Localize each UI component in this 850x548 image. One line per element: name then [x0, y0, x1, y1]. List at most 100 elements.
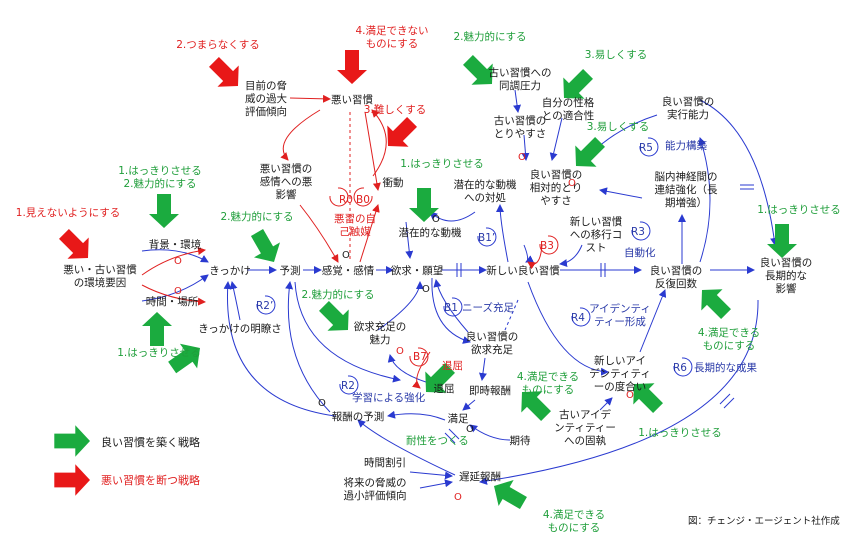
legend: 良い習慣を築く戦略 悪い習慣を断つ戦略: [101, 435, 200, 487]
loop-r4-label-2: ティー形成: [594, 316, 646, 328]
var-trans-1: 新しい習慣: [570, 215, 623, 228]
var-threat-3: 評価傾向: [245, 105, 287, 118]
link-neural-relative: [599, 187, 643, 199]
loop-r4: R4: [571, 312, 585, 324]
pol-o-12: O: [454, 492, 462, 503]
link-reps-capability: [698, 137, 711, 263]
credit: 図：チェンジ・エージェント社作成: [688, 515, 840, 527]
strategy-easy-fit: 3.易しくする: [585, 49, 648, 61]
link-cueclarity-cue: [229, 281, 241, 321]
bad-arrow-hard: [387, 117, 417, 147]
good-arrow-sat: [319, 301, 349, 331]
link-delayed-rewardpredict: [357, 419, 456, 476]
strategy-sat-delayed-1: 4.満足できる: [543, 509, 605, 521]
link-rewardpredict-cue: [223, 281, 336, 417]
svg-text:良い習慣の反復回数: 良い習慣の反復回数: [650, 264, 703, 290]
strategy-hard: 3.難しくする: [364, 103, 427, 116]
link-threat-bad: [289, 94, 331, 103]
strategy-clear-identity: 1.はっきりさせる: [638, 427, 722, 439]
strategy-unsat-2: ものにする: [366, 38, 419, 50]
link-sensation-impulse: [359, 204, 380, 263]
svg-text:将来の脅威の過小評価傾向: 将来の脅威の過小評価傾向: [344, 476, 407, 502]
strategy-hide: 1.見えないようにする: [16, 207, 120, 219]
loop-markers: [256, 137, 693, 395]
var-oldease-2: とりやすさ: [494, 128, 547, 140]
good-arrow-clarity: [168, 343, 200, 374]
strategy-sat-delayed-2: ものにする: [548, 522, 601, 534]
var-background: 背景・環境: [149, 238, 202, 251]
var-threat-2: 威の過大: [245, 92, 287, 105]
loop-b1-label: ニーズ充足: [462, 301, 514, 314]
link-emotional-sensation: [299, 204, 339, 263]
loop-r5-label: 能力構築: [665, 139, 707, 152]
loop-b7-label: 退屈: [442, 360, 463, 372]
var-oldid-1: 古いアイデ: [559, 408, 611, 421]
var-latent-motive: 潜在的な動機: [399, 226, 462, 239]
good-arrow-long: [767, 224, 797, 258]
svg-text:自分の性格との適合性: 自分の性格との適合性: [542, 96, 595, 122]
svg-text:新しいアイデンティティーの度合い: 新しいアイデンティティーの度合い: [589, 354, 651, 393]
blue-links: [141, 89, 779, 489]
var-goodsat-2: 欲求充足: [471, 343, 513, 356]
var-trans-2: への移行コ: [570, 228, 623, 241]
var-cap-1: 良い習慣の: [662, 95, 715, 108]
loop-r5: R5: [639, 142, 653, 154]
var-reward-predict: 報酬の予測: [332, 410, 385, 423]
strategy-arrows: [54, 50, 797, 510]
var-desire: 欲求・願望: [391, 264, 444, 277]
var-peer-2: 同調圧力: [499, 79, 541, 92]
loop-r0-label-1: 悪習の自: [334, 212, 376, 225]
strategy-clear-long: 1.はっきりさせる: [757, 204, 841, 216]
loop-b7: B7: [413, 351, 427, 363]
strategy-attractive-cue: 2.魅力的にする: [220, 210, 293, 223]
good-arrow-time: [142, 312, 172, 346]
loop-r2p: R2’: [256, 300, 273, 312]
loop-labels: R0 B0 悪習の自己触媒 B1’ B1 ニーズ充足 B3 R3 自動化 R5 …: [256, 139, 757, 447]
svg-text:悪い・古い習慣の環境要因: 悪い・古い習慣の環境要因: [63, 263, 137, 289]
variable-labels: 悪い・古い習慣の環境要因 背景・環境 時間・場所 きっかけ 予測 感覚・感情 欲…: [63, 66, 812, 502]
var-fit-1: 自分の性格: [542, 96, 595, 109]
loop-r0-label-2: 己触媒: [339, 225, 371, 238]
link-fit-relative: [549, 117, 563, 161]
var-future-1: 将来の脅威の: [344, 476, 407, 489]
link-peer-oldease: [513, 89, 522, 113]
pol-o-3: O: [342, 250, 350, 261]
svg-text:古いアイデンティティーへの固執: 古いアイデンティティーへの固執: [554, 408, 616, 447]
legend-good-text: 良い習慣を築く戦略: [101, 435, 200, 449]
loop-r6: R6: [673, 362, 687, 374]
strategy-boring: 2.つまらなくする: [176, 39, 260, 51]
var-impulse: 衝動: [383, 176, 404, 189]
svg-text:4.満足できるものにする: 4.満足できるものにする: [543, 509, 605, 534]
var-emo-1: 悪い習慣の: [260, 163, 313, 175]
var-reps-2: 反復回数: [655, 277, 697, 290]
link-goodsat-desire: [433, 279, 469, 333]
good-arrow-fit: [563, 69, 593, 99]
strategy-sat-reps-2: ものにする: [703, 340, 756, 352]
var-ident-1: 新しいアイ: [594, 354, 646, 367]
loop-b3: B3: [540, 240, 554, 252]
link-timediscount-delayed: [409, 471, 453, 480]
var-neural-2: 連結強化（長: [655, 183, 718, 196]
link-relative-newhabit: [523, 244, 535, 263]
link-newhabit-identity: [527, 281, 609, 376]
var-expect: 期待: [510, 434, 531, 447]
legend-bad-arrow: [54, 464, 90, 496]
link-b3-newhabit: [527, 244, 543, 270]
var-time-discount: 時間割引: [364, 456, 406, 469]
var-env-1: 悪い・古い習慣: [63, 263, 137, 276]
var-threat-1: 目前の脅: [245, 79, 287, 92]
good-arrow-peer: [463, 55, 493, 85]
svg-text:古い習慣のとりやすさ: 古い習慣のとりやすさ: [494, 114, 547, 140]
var-latresp-1: 潜在的な動機: [454, 178, 517, 191]
svg-text:4.満足できないものにする: 4.満足できないものにする: [355, 25, 428, 50]
link-newhabit-latentresp: [496, 204, 509, 263]
var-attract-2: 魅力: [370, 333, 391, 346]
svg-text:欲求充足の魅力: 欲求充足の魅力: [354, 320, 407, 346]
var-oldid-2: ンティティー: [554, 422, 616, 434]
loop-r3: R3: [631, 226, 645, 238]
strategy-unsat-1: 4.満足できない: [355, 25, 428, 37]
link-desire-goodsat: [431, 277, 471, 344]
link-expect-satisfy: [469, 424, 511, 441]
